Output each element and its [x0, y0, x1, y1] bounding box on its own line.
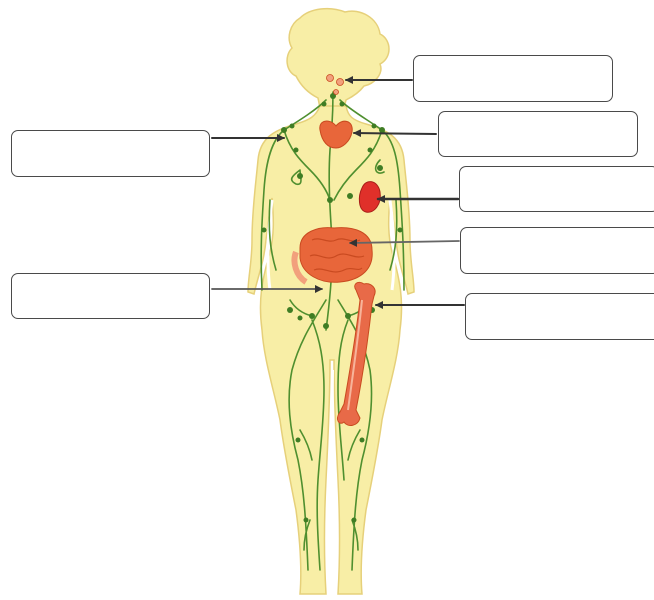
label-box-lymph-node[interactable]	[11, 130, 210, 177]
label-box-lymph-vessel[interactable]	[11, 273, 210, 319]
label-box-intestine[interactable]	[460, 227, 654, 274]
label-box-thymus[interactable]	[438, 111, 638, 157]
label-box-bone-marrow[interactable]	[465, 293, 654, 340]
leg-gap	[331, 370, 333, 560]
arrow-to-thymus	[354, 133, 436, 134]
label-box-spleen[interactable]	[459, 166, 654, 212]
label-box-tonsils[interactable]	[413, 55, 613, 102]
